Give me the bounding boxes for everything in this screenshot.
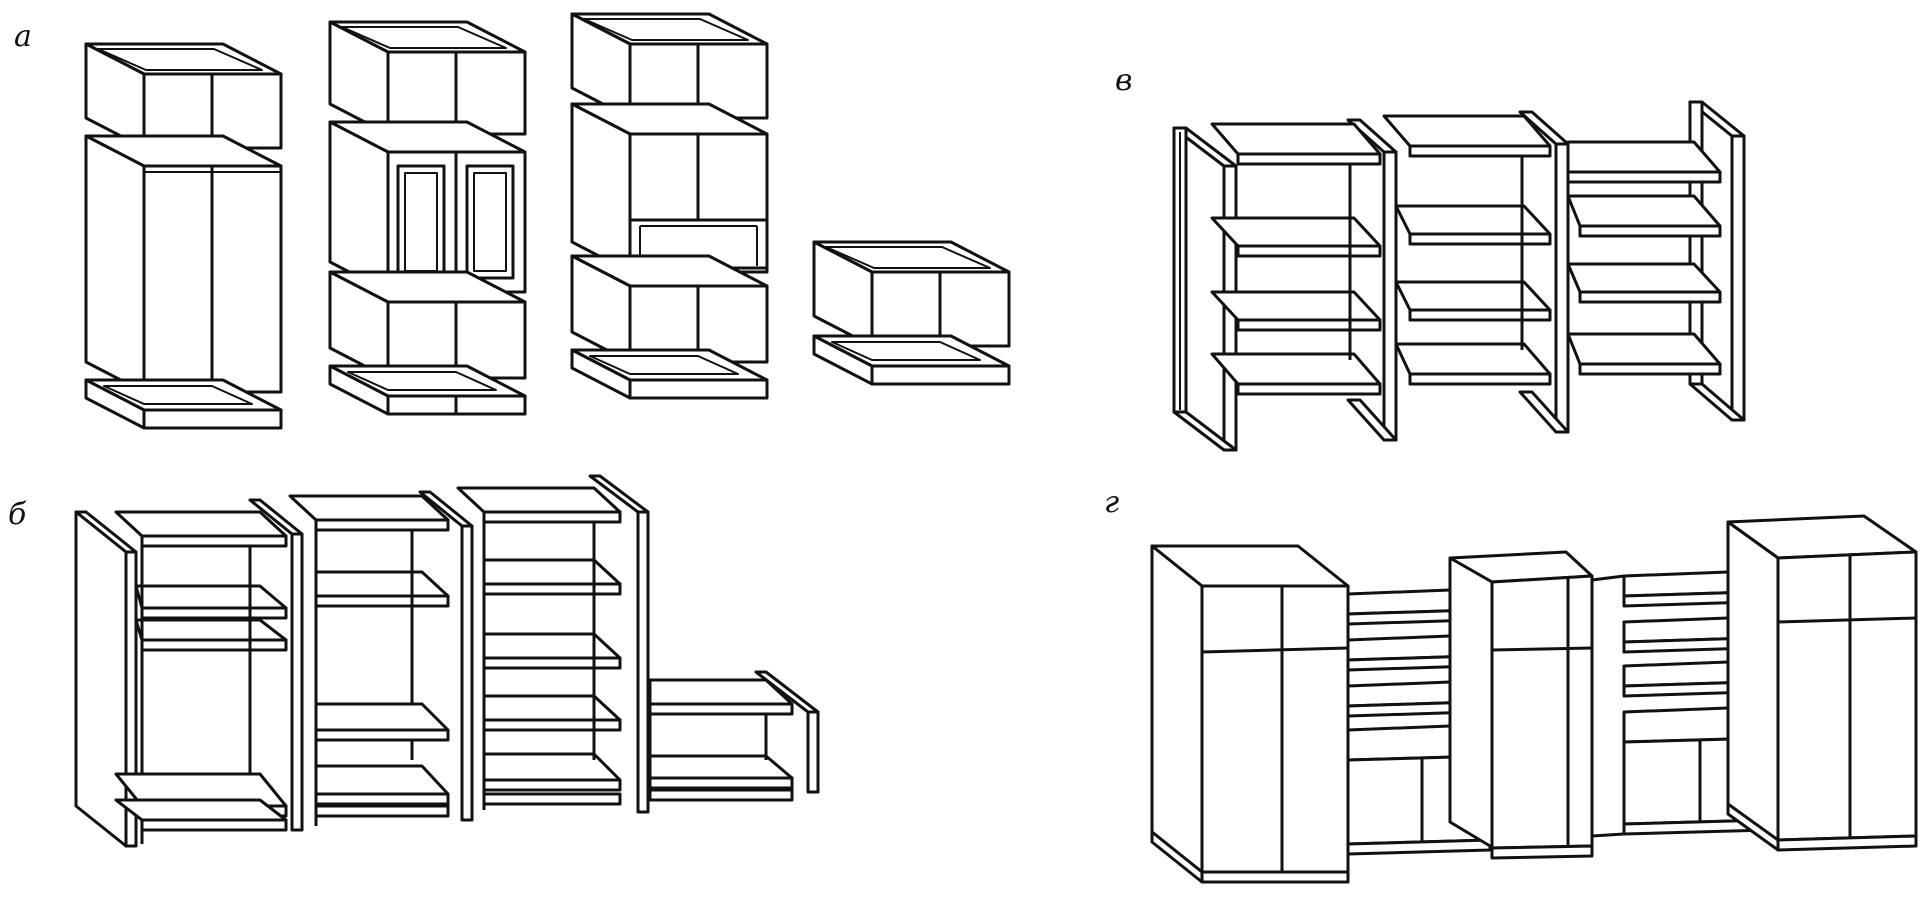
wardrobe-g3 [1726,514,1918,852]
module-a2-drawer-box [328,270,527,380]
module-a3-drawer-box [570,254,769,364]
module-a2-top-box [328,20,527,136]
module-a3-niche-cabinet [570,102,769,274]
side-panel-1 [74,510,128,848]
side-panel-4 [636,510,650,814]
module-a2-plinth [328,364,527,416]
frame-v3 [1518,110,1570,434]
panel-g-drawing [1150,514,1918,884]
panel-label-b: б [8,497,27,532]
panel-a-drawing [84,12,1011,430]
wardrobe-g2 [1448,550,1594,860]
section-b2-shelves [288,494,450,826]
panel-label-g: г [1104,485,1120,520]
wardrobe-g1 [1150,544,1350,884]
module-a3-top-box [570,12,769,120]
panel-label-v: в [1115,63,1133,98]
frame-v1 [1172,126,1238,452]
section-b3-shelves [456,486,622,810]
module-a2-glazed-cabinet [328,120,527,294]
section-b4-shelves [648,678,794,802]
shelves-v3 [1566,140,1722,376]
shelves-v1 [1210,122,1382,396]
side-panel-5 [806,710,820,794]
panel-b-drawing [74,474,820,848]
panel-label-a: а [14,19,32,54]
module-a1-body [84,134,283,394]
frame-v2 [1346,118,1398,442]
side-panel-2 [290,532,304,832]
module-a1-top-box [84,42,283,150]
module-a3-plinth [570,348,769,400]
side-panel-3 [460,524,474,822]
panel-v-drawing [1172,100,1746,452]
module-a4-plinth [812,334,1011,386]
module-a4-low-box [812,240,1011,348]
section-b1-shelves [114,510,288,844]
shelves-v2 [1382,114,1552,386]
module-a1-plinth [84,378,283,430]
